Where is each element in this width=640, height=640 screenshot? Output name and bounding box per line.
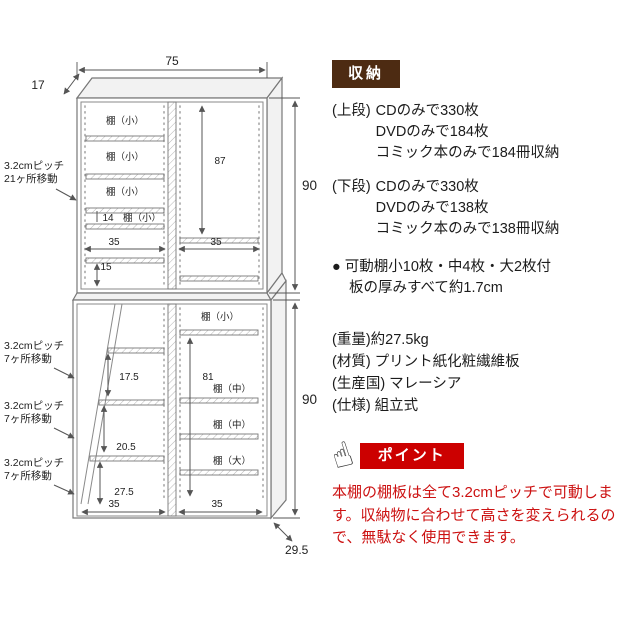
pitch-note-lower3-line2: 7ヶ所移動 [4,469,52,482]
upper-center-divider [167,101,177,290]
storage-upper-line: CDのみで330枚 [375,103,479,119]
shelf-board [179,275,259,282]
shelf-label: 棚（小） [106,186,144,198]
dim-label-35: 35 [211,499,223,510]
pitch-note-lower2-line2: 7ヶ所移動 [4,412,52,425]
spec-assembly: (仕様) 組立式 [332,398,419,414]
shelf-board [85,257,165,264]
dim-label-35: 35 [108,499,120,510]
spec-weight: (重量)約27.5kg [332,332,429,348]
spec-country: (生産国) マレーシア [332,376,462,392]
storage-lower-line: CDのみで330枚 [375,179,479,195]
shelf-label: 棚（小） [106,115,144,127]
dim-label-bottom-depth: 29.5 [285,543,309,557]
stagger-edge [80,303,116,505]
pitch-note-lower3-line1: 3.2cmピッチ [4,457,64,469]
shelf-label: 棚（小） [201,311,239,323]
storage-upper-label: (上段) [332,103,371,119]
shelf-board [179,329,259,336]
pitch-note-upper-line1: 3.2cmピッチ [4,160,64,172]
upper-top-face [75,77,284,99]
shelf-board [85,173,165,180]
shelf-board [85,223,165,230]
lower-right-side [270,279,287,520]
pitch-arrow [53,367,75,379]
shelf-label: 棚（小） [123,212,161,224]
bullet-icon: ● [332,259,341,275]
lower-cabinet: 棚（小） 17.5 81 棚（中） 棚（中） 20.5 棚（大） 27.5 35… [71,271,287,520]
spec-material: (材質) プリント紙化粧繊維板 [332,354,520,370]
shelf-board [179,397,259,404]
shelf-board [98,399,165,406]
dim-label-35: 35 [108,237,120,248]
pitch-annotations: 3.2cmピッチ 21ヶ所移動 3.2cmピッチ 7ヶ所移動 3.2cmピッチ … [4,160,77,495]
point-description: 本棚の棚板は全て3.2cmピッチで可動します。収納物に合わせて高さを変えられるの… [332,484,616,546]
dim-label-27-5: 27.5 [114,487,134,498]
shelf-board [85,135,165,142]
dim-label-35: 35 [210,237,222,248]
pitch-arrow [55,188,77,201]
dim-label-upper-height: 90 [302,178,317,193]
shelf-board [179,433,259,440]
pitch-note-lower1-line1: 3.2cmピッチ [4,340,64,352]
dim-label-17-5: 17.5 [119,372,139,383]
dim-label-15: 15 [100,262,112,273]
pitch-note-upper-line2: 21ヶ所移動 [4,172,58,185]
storage-header: 収納 [332,60,401,88]
dim-label-20-5: 20.5 [116,442,136,453]
shelf-label: 棚（中） [213,383,251,395]
shelf-label: 棚（小） [106,151,144,163]
upper-right-side [266,76,283,295]
storage-upper-row: (上段) CDのみで330枚 DVDのみで184枚 コミック本のみで184冊収納 [332,101,634,164]
upper-cabinet: 棚（小） 棚（小） 棚（小） 14 棚（小） 35 15 87 35 [75,76,284,295]
shelf-board [179,469,259,476]
info-panel: 収納 (上段) CDのみで330枚 DVDのみで184枚 コミック本のみで184… [327,60,634,550]
shelf-board [85,207,165,214]
shelf-label: 棚（中） [213,419,251,431]
dim-label-top-width: 75 [165,54,179,68]
shelf-board [179,237,259,244]
storage-lower-label: (下段) [332,179,371,195]
dim-line-bottom-depth [273,522,293,542]
shelf-board [89,455,165,462]
storage-lower-line: DVDのみで138枚 [375,200,489,216]
pitch-note-lower2-line1: 3.2cmピッチ [4,400,64,412]
point-header: ポイント [359,443,464,469]
dim-label-top-depth: 17 [31,78,45,92]
shelf-label: 棚（大） [213,455,251,467]
pointing-hand-icon: ☝ [326,434,359,478]
cabinet-diagram: 棚（小） 棚（小） 棚（小） 14 棚（小） 35 15 87 35 [4,54,317,557]
storage-lower-row: (下段) CDのみで330枚 DVDのみで138枚 コミック本のみで138冊収納 [332,177,634,240]
storage-upper-line: DVDのみで184枚 [375,124,489,140]
movable-shelf-line1: 可動棚小10枚・中4枚・大2枚付 [344,259,552,275]
pitch-arrow [53,484,75,495]
storage-lower-line: コミック本のみで138冊収納 [375,221,560,237]
dim-line-top-depth [63,73,80,95]
movable-shelf-note: ● 可動棚小10枚・中4枚・大2枚付 板の厚みすべて約1.7cm [332,257,634,299]
pitch-note-lower1-line2: 7ヶ所移動 [4,352,52,365]
dim-label-lower-height: 90 [302,392,317,407]
dim-label-87: 87 [214,156,226,167]
shelf-board [107,347,165,354]
dim-label-14: 14 [102,213,114,224]
movable-shelf-line2: 板の厚みすべて約1.7cm [349,280,503,296]
spec-list: (重量)約27.5kg (材質) プリント紙化粧繊維板 (生産国) マレーシア … [332,329,634,417]
pitch-arrow [53,427,75,439]
lower-center-divider [167,303,177,517]
dim-label-81: 81 [202,372,214,383]
storage-upper-line: コミック本のみで184冊収納 [375,145,560,161]
lower-top-step [71,292,273,301]
point-header-row: ☝ ポイント [327,435,634,477]
outer-dimensions: 75 17 90 90 29.5 [31,54,317,557]
